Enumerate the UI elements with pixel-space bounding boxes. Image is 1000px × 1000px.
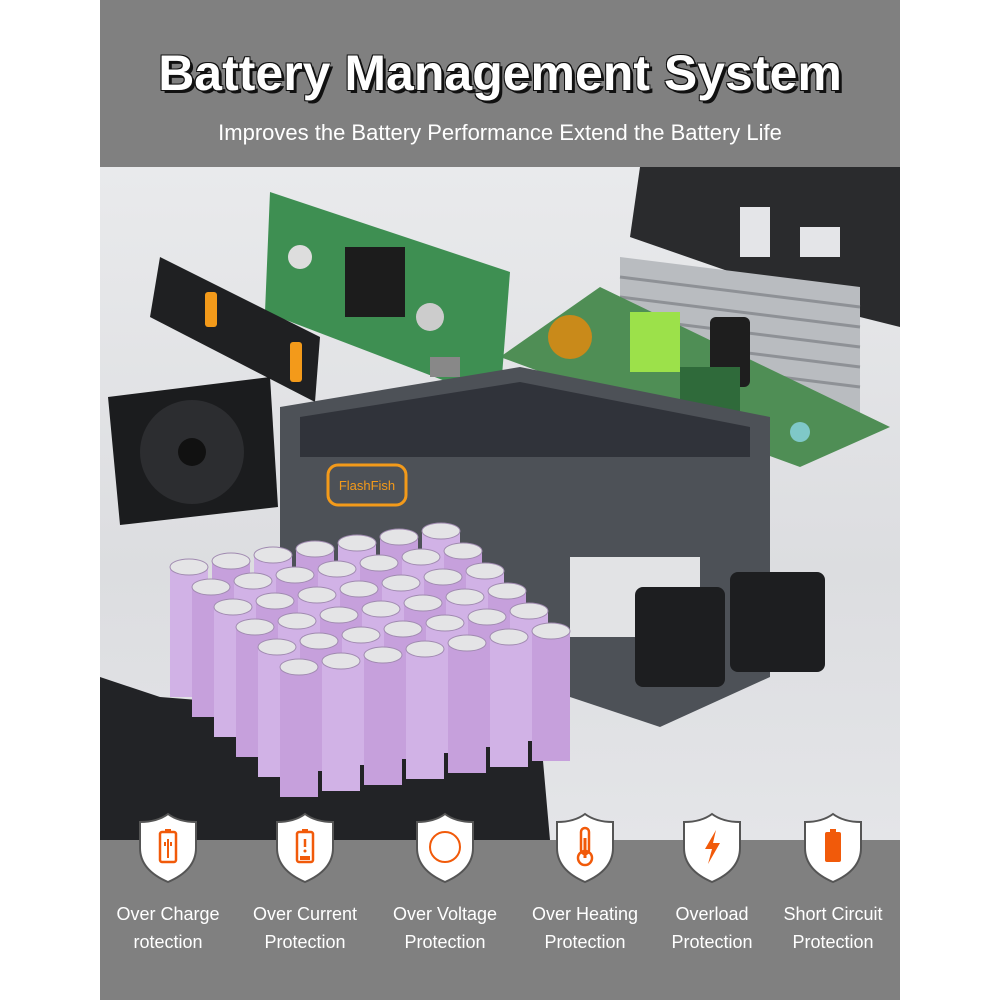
feature-label-line2: Protection xyxy=(671,932,753,952)
ac-socket-1 xyxy=(635,587,725,687)
feature-label-line1: Over Current xyxy=(252,904,358,924)
cooling-fan xyxy=(108,377,278,525)
exploded-illustration: FlashFish xyxy=(100,167,900,840)
flashfish-logo-badge: FlashFish xyxy=(326,463,408,507)
feature-label-line2: rotection xyxy=(133,932,203,952)
battery-cell-top xyxy=(465,562,505,580)
battery-cell xyxy=(280,667,318,797)
battery-cell-top xyxy=(299,632,339,650)
control-panel xyxy=(150,257,320,402)
battery-cell-top xyxy=(359,554,399,572)
battery-cell-top xyxy=(421,522,461,540)
shield-battery-alert-icon xyxy=(276,812,334,884)
battery-cell-top xyxy=(297,586,337,604)
battery-cell-top xyxy=(321,652,361,670)
battery-cell-top xyxy=(339,580,379,598)
battery-cell-top xyxy=(337,534,377,552)
battery-cell xyxy=(532,631,570,761)
battery-cell-top xyxy=(279,658,319,676)
feature-label-line1: Over Charge xyxy=(116,904,220,924)
battery-cell-top xyxy=(275,566,315,584)
battery-cell-top xyxy=(383,620,423,638)
battery-cell-top xyxy=(363,646,403,664)
battery-cell-top xyxy=(467,608,507,626)
battery-cell-top xyxy=(405,640,445,658)
feature-label-line2: Protection xyxy=(792,932,874,952)
battery-cell-top xyxy=(341,626,381,644)
battery-cell-top xyxy=(213,598,253,616)
battery-cell-top xyxy=(401,548,441,566)
feature-label-line1: Overload xyxy=(675,904,749,924)
battery-cell-top xyxy=(235,618,275,636)
battery-cell-top xyxy=(257,638,297,656)
shield-lightning-icon xyxy=(683,812,741,884)
banner-panel: Battery Management System Improves the B… xyxy=(100,0,900,1000)
battery-cell-top xyxy=(403,594,443,612)
battery-cell-top xyxy=(319,606,359,624)
battery-cell-top xyxy=(423,568,463,586)
battery-cell xyxy=(406,649,444,779)
battery-cell-top xyxy=(425,614,465,632)
battery-cell-top xyxy=(253,546,293,564)
feature-label-line2: Protection xyxy=(404,932,486,952)
feature-item: Over Charge rotection xyxy=(103,812,233,956)
feature-label-line1: Over Heating xyxy=(531,904,639,924)
battery-cell-top xyxy=(487,582,527,600)
battery-cell-top xyxy=(531,622,571,640)
ac-socket-2 xyxy=(730,572,825,672)
battery-cell-top xyxy=(379,528,419,546)
shield-battery-charge-icon xyxy=(139,812,197,884)
shield-thermometer-icon xyxy=(556,812,614,884)
battery-cell-top xyxy=(443,542,483,560)
feature-label-line1: Short Circuit xyxy=(783,904,883,924)
battery-cell xyxy=(448,643,486,773)
shield-cycle-icon xyxy=(416,812,474,884)
shield-battery-full-icon xyxy=(804,812,862,884)
battery-cell-top xyxy=(445,588,485,606)
battery-cell-top xyxy=(447,634,487,652)
battery-cell-top xyxy=(277,612,317,630)
battery-cell-top xyxy=(233,572,273,590)
page-subtitle: Improves the Battery Performance Extend … xyxy=(218,120,782,145)
product-exploded-view: FlashFish xyxy=(100,167,900,840)
battery-cell xyxy=(364,655,402,785)
battery-cell-top xyxy=(295,540,335,558)
feature-label-line2: Protection xyxy=(264,932,346,952)
feature-bar xyxy=(100,840,900,1000)
battery-cell xyxy=(490,637,528,767)
header: Battery Management System Improves the B… xyxy=(100,0,900,167)
battery-cell-top xyxy=(169,558,209,576)
battery-cell-top xyxy=(317,560,357,578)
feature-label-line1: Over Voltage xyxy=(392,904,498,924)
feature-label-line2: Protection xyxy=(544,932,626,952)
battery-cell-top xyxy=(489,628,529,646)
flashfish-logo: FlashFish xyxy=(339,478,395,493)
battery-cell-top xyxy=(381,574,421,592)
battery-cell-top xyxy=(191,578,231,596)
battery-cell-top xyxy=(361,600,401,618)
battery-cell-top xyxy=(211,552,251,570)
battery-cells xyxy=(169,522,571,797)
battery-cell-top xyxy=(255,592,295,610)
battery-cell-top xyxy=(509,602,549,620)
battery-cell xyxy=(322,661,360,791)
page-title: Battery Management System xyxy=(158,45,842,101)
